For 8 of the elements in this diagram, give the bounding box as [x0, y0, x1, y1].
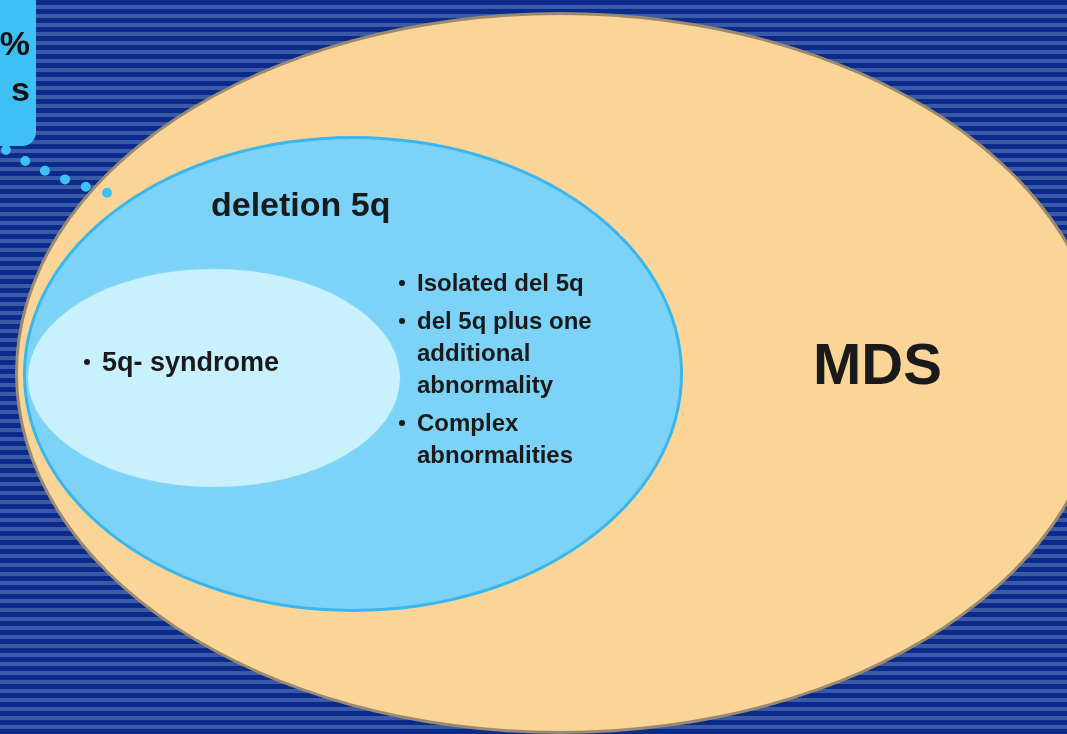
- bullet-item: del 5q plus one additional abnormality: [417, 306, 593, 400]
- set-label: MDS: [813, 330, 942, 398]
- bullet-item: Isolated del 5q: [417, 268, 585, 298]
- bullet-item: 5q- syndrome: [102, 346, 280, 379]
- bullet-item: Complex abnormalities: [417, 408, 575, 470]
- callout-text: s: [11, 69, 30, 110]
- callout-text: %: [0, 23, 30, 64]
- set-label: deletion 5q: [211, 184, 391, 225]
